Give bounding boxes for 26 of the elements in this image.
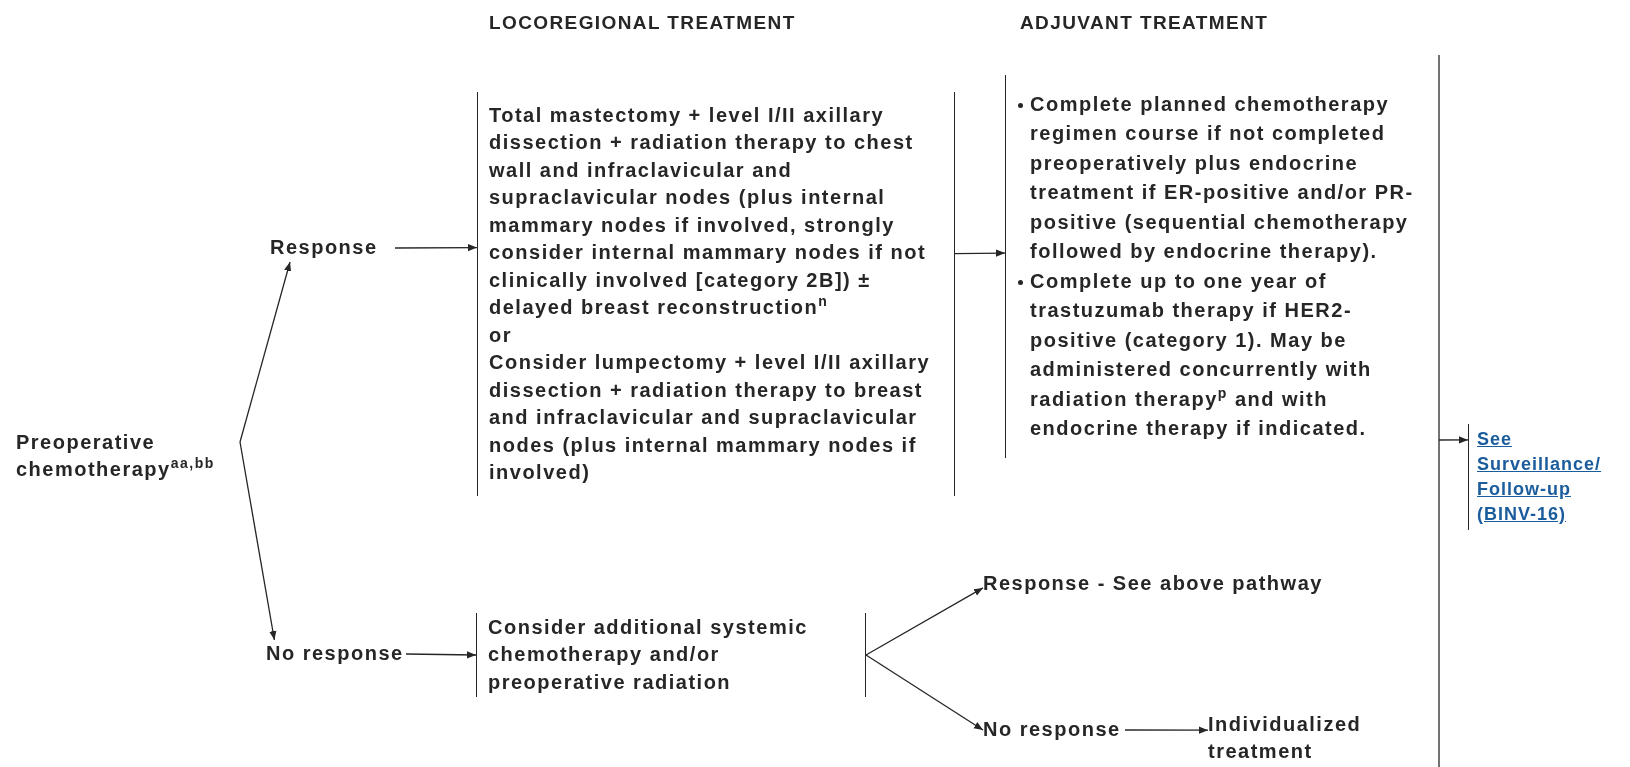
treatment-text: Total mastectomy + level I/II axillary dissection + radiation therapy to chest wall and infraclavicular and supraclavicular nodes (plus internal mammary nodes if involved, strongly consider internal mammary nodes if not clinically involved [category 2B]) ± delayed breast reconstruction$^{n}$ xyxy=(489,102,928,320)
outcome-text: No response xyxy=(266,641,405,667)
arrow xyxy=(405,651,477,659)
arrow xyxy=(954,249,1006,257)
arrow xyxy=(1438,436,1469,444)
arrow xyxy=(865,654,984,731)
arrow xyxy=(239,441,277,641)
treatment-text: Consider lumpectomy + level I/II axillary dissection + radiation therapy to breast and infraclavicular and supraclavicular nodes (plus internal mammary nodes if involved) xyxy=(489,350,932,485)
bullet-text: Complete planned chemotherapy regimen course if not completed preoperatively plus endocrine treatment if ER-positive and/or PR-positive (sequential chemotherapy followed by endocrine therapy). xyxy=(1030,92,1414,262)
arrow xyxy=(1124,726,1209,734)
treatment-text: or xyxy=(489,322,513,348)
arrow xyxy=(239,261,292,443)
outcome-text: No response xyxy=(983,717,1122,743)
bullet-text: Complete up to one year of trastuzumab therapy if HER2-positive (category 1). May be administered concurrently with radiation therapy$^{p}$ and with endocrine therapy if indicated. xyxy=(1030,269,1372,439)
treatment-text: Consider additional systemic chemotherapy and/or preoperative radiation xyxy=(488,614,809,695)
arrow xyxy=(394,244,478,252)
arrow xyxy=(865,587,984,656)
column-heading: ADJUVANT TREATMENT xyxy=(1020,12,1269,34)
reference-link: See Surveillance/ Follow-up (BINV-16) xyxy=(1477,428,1603,526)
treatment-box xyxy=(476,613,866,697)
column-heading: LOCOREGIONAL TREATMENT xyxy=(489,12,796,34)
outcome-text: Response - See above pathway xyxy=(983,571,1324,597)
outcome-text: Response xyxy=(270,235,379,261)
start-text: Preoperative chemotherapy$^{aa,bb}$ xyxy=(16,429,216,482)
treatment-box xyxy=(477,92,955,496)
result-text: Individualized treatment xyxy=(1208,711,1363,764)
